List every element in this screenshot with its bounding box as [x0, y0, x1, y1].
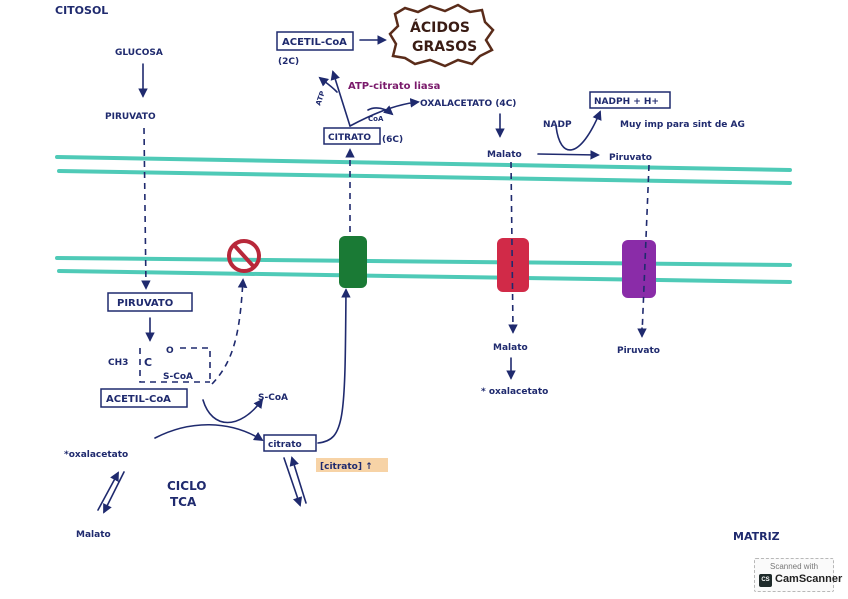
atp-arrow: [318, 76, 338, 93]
oxalacetato-matrix2-label: * oxalacetato: [481, 387, 548, 397]
outer-membrane: [55, 155, 792, 185]
carbon-label: C: [144, 356, 152, 369]
grasos-label: GRASOS: [412, 39, 477, 55]
malato-matrix-label: Malato: [76, 530, 111, 540]
piruvato-matrix2-label: Piruvato: [617, 346, 660, 356]
citrato-cyto-label: CITRATO: [328, 133, 371, 143]
malato-cyto-label: Malato: [487, 150, 522, 160]
camscanner-watermark: Scanned with CS CamScanner: [754, 558, 842, 592]
pyruvate-transporter: [622, 240, 656, 298]
acetyl-group-bracket: [139, 347, 211, 383]
acetil-coa-matrix-label: ACETIL-CoA: [106, 394, 171, 405]
acetil-coa-carbons-label: (2C): [278, 57, 299, 67]
citrato-concentration-label: [citrato] ↑: [320, 462, 373, 472]
enzyme-label: ATP-citrato liasa: [348, 81, 440, 92]
piruvato-entry-arrow: [141, 127, 151, 290]
acetil-coa-cyto-box: [276, 31, 354, 51]
inner-membrane: [55, 256, 792, 284]
citrato-reverse-arrow: [289, 456, 307, 504]
ciclo-label: CICLO: [167, 479, 207, 493]
nadp-arrow: [555, 110, 602, 151]
malato-to-oaa-arrow: [97, 471, 119, 511]
coa-label: CoA: [368, 115, 384, 123]
oxalacetato-cyto-label: OXALACETATO (4C): [420, 99, 516, 109]
ch3-label: CH3: [108, 358, 128, 368]
tca-label: TCA: [170, 495, 197, 509]
camscanner-logo-icon: CS: [759, 574, 772, 587]
nadph-label: NADPH + H+: [594, 97, 659, 107]
blocked-acetyl-coa-arrow: [211, 278, 248, 385]
s-coa-release-arrow: [202, 398, 264, 424]
citrato-forward-arrow: [283, 457, 303, 507]
nadph-box: [589, 91, 671, 109]
acidos-label: ÁCIDOS: [410, 19, 470, 36]
nadph-note: Muy imp para sint de AG: [620, 120, 745, 130]
citrato-matrix-box: [263, 434, 317, 452]
atp-label: ATP: [314, 90, 327, 107]
citrato-export-arrow: [317, 288, 351, 444]
oxygen-label: O: [166, 346, 174, 356]
malato-matrix2-label: Malato: [493, 343, 528, 353]
citrate-transporter: [339, 236, 367, 288]
nadp-label: NADP: [543, 120, 572, 130]
piruvato-cyto2-label: Piruvato: [609, 153, 652, 163]
condensation-arrow: [154, 423, 264, 442]
highlight-marker: [316, 458, 388, 472]
piruvato-matrix-label: PIRUVATO: [117, 298, 173, 309]
citosol-label: CITOSOL: [55, 4, 108, 17]
watermark-line2: CamScanner: [775, 573, 843, 585]
piruvato-matrix-box: [107, 292, 193, 312]
oxalacetato-matrix-label: *oxalacetato: [64, 450, 128, 460]
s-coa-released-label: S-CoA: [258, 393, 288, 403]
blocked-transporter: [227, 239, 261, 273]
malic-enzyme-arrow: [537, 150, 600, 160]
oaa-to-malato-arrow: [103, 471, 125, 514]
citrato-matrix-label: citrato: [268, 440, 302, 450]
citrato-cyto-box: [323, 127, 381, 145]
citrato-carbons-label: (6C): [382, 135, 403, 145]
glucosa-label: GLUCOSA: [115, 48, 163, 58]
s-coa-bond-label: S-CoA: [163, 372, 193, 382]
coa-arrow: [367, 105, 394, 116]
citrate-to-oaa-arrow: [349, 98, 420, 127]
acetil-coa-matrix-box: [100, 388, 188, 408]
piruvato-cyto-label: PIRUVATO: [105, 112, 156, 122]
matriz-label: MATRIZ: [733, 530, 780, 543]
citrate-to-acetyl-arrow: [330, 70, 351, 127]
watermark-line1: Scanned with: [769, 562, 819, 571]
acetil-coa-cyto-label: ACETIL-CoA: [282, 37, 347, 48]
fatty-acids-burst: [388, 3, 495, 68]
